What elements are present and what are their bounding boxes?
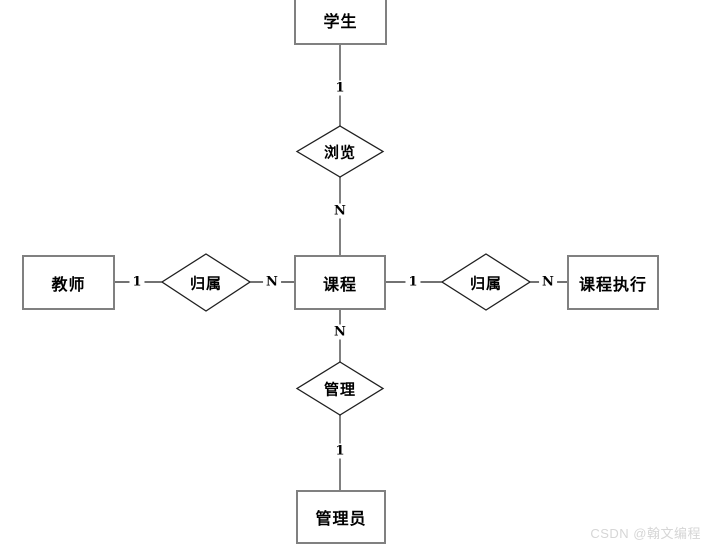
relationship-diamond-browse	[295, 125, 385, 178]
entity-student: 学生	[294, 0, 387, 45]
cardinality-course-manage: N	[331, 324, 349, 340]
entity-course-execution-label: 课程执行	[578, 274, 647, 294]
cardinality-teacher-belong: 1	[129, 274, 145, 290]
relationship-belong-left-label: 归属	[189, 274, 223, 293]
relationship-diamond-belong-right	[440, 253, 532, 311]
cardinality-browse-course: N	[331, 203, 349, 219]
entity-student-label: 学生	[323, 12, 358, 31]
cardinality-belong-execution: N	[539, 274, 557, 290]
cardinality-belong-course: N	[263, 274, 281, 290]
relationship-diamond-belong-left	[160, 253, 252, 312]
entity-teacher: 教师	[22, 255, 115, 310]
relationship-belong-right-label: 归属	[469, 274, 503, 293]
csdn-watermark: CSDN @翰文编程	[590, 526, 701, 541]
entity-course: 课程	[294, 255, 386, 310]
cardinality-course-belong: 1	[405, 274, 421, 290]
entity-admin-label: 管理员	[315, 509, 367, 528]
relationship-browse-label: 浏览	[323, 143, 357, 162]
cardinality-manage-admin: 1	[332, 443, 348, 459]
entity-admin: 管理员	[296, 490, 386, 544]
relationship-diamond-manage	[295, 361, 385, 416]
cardinality-student-browse: 1	[332, 80, 348, 96]
entity-course-label: 课程	[322, 274, 357, 294]
relationship-manage-label: 管理	[323, 380, 357, 399]
entity-teacher-label: 教师	[51, 274, 86, 294]
entity-course-execution: 课程执行	[567, 255, 659, 310]
